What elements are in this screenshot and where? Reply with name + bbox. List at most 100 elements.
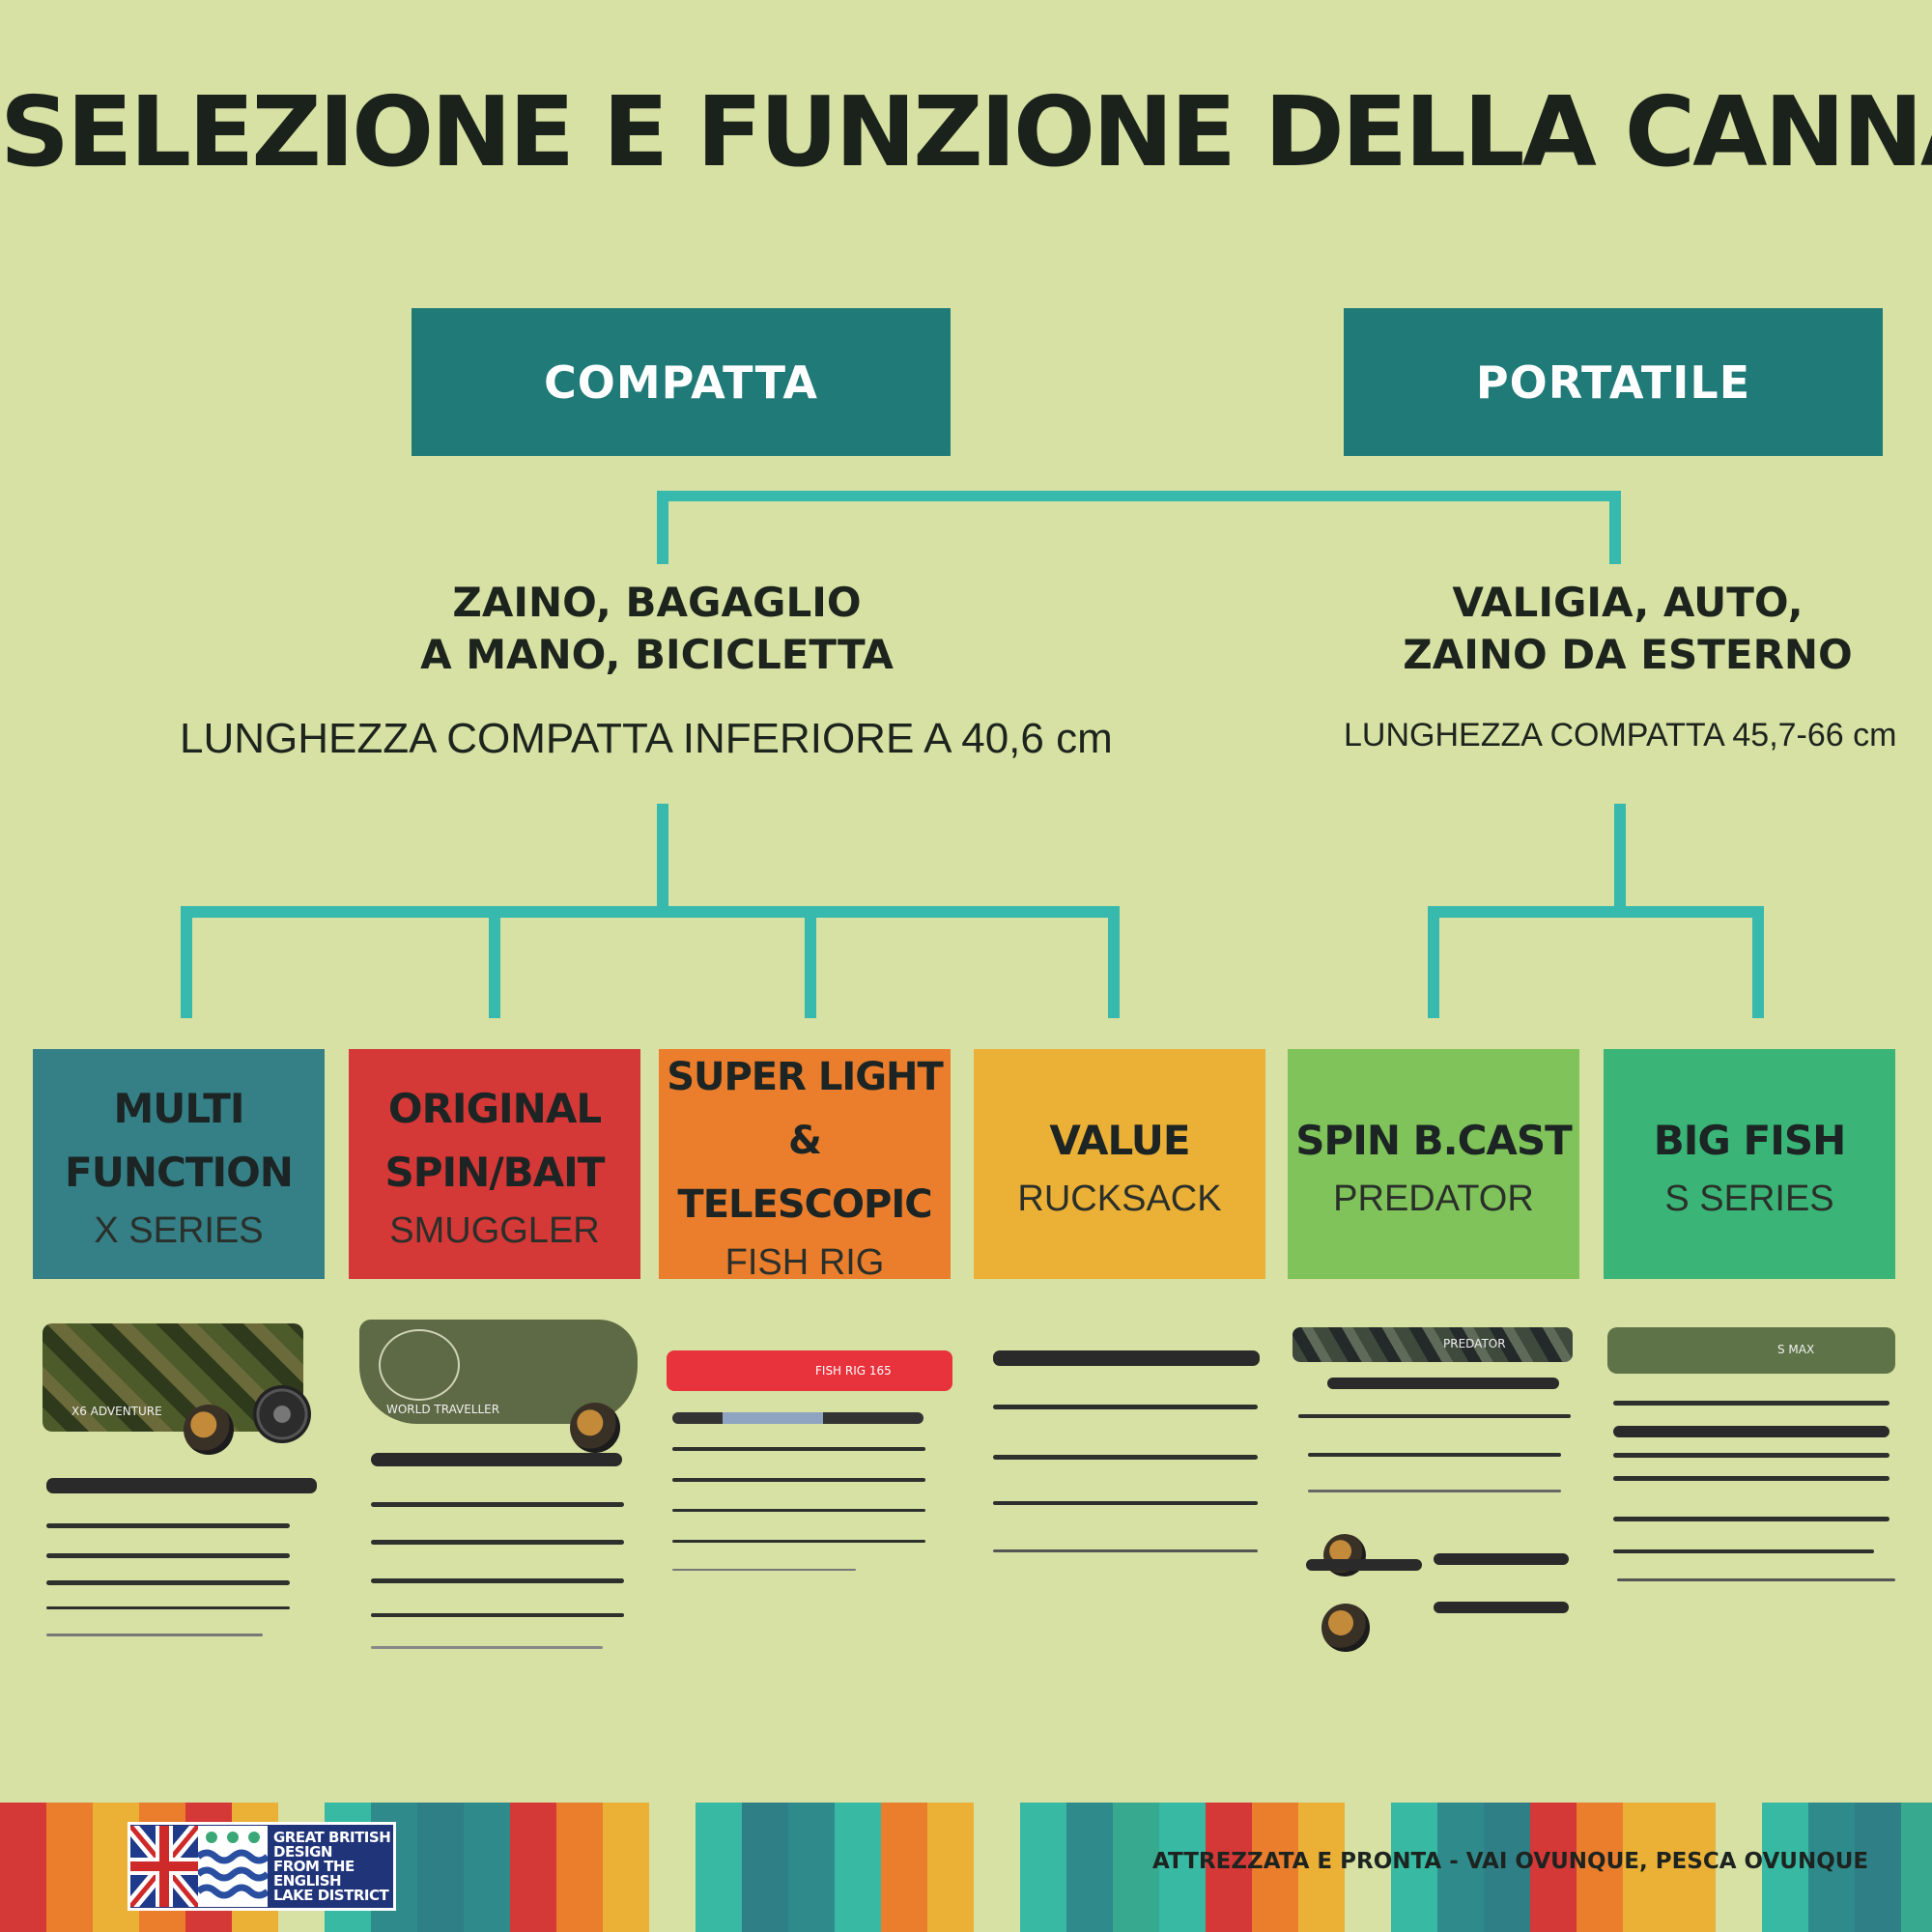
rod-section bbox=[46, 1553, 290, 1558]
rod-section bbox=[371, 1540, 624, 1545]
rod-tip bbox=[1617, 1578, 1895, 1581]
rod-handle bbox=[1434, 1553, 1569, 1565]
tube-label: S MAX bbox=[1777, 1343, 1815, 1356]
camo-tube-icon: X6 ADVENTURE bbox=[43, 1323, 303, 1432]
rod-section bbox=[1613, 1549, 1874, 1553]
product-spin-bcast: SPIN B.CAST PREDATOR bbox=[1288, 1049, 1579, 1279]
product-name-line-1: MULTI bbox=[113, 1084, 245, 1132]
compatta-connector-stem bbox=[657, 804, 668, 910]
footer-stripe bbox=[881, 1803, 927, 1932]
footer-stripe bbox=[1020, 1803, 1066, 1932]
rod-section bbox=[993, 1405, 1258, 1409]
telescopic-rod-handle bbox=[672, 1412, 923, 1424]
rod-tip bbox=[1308, 1490, 1561, 1492]
rod-handle bbox=[1306, 1559, 1422, 1571]
product-name-line-1: BIG FISH bbox=[1653, 1116, 1846, 1164]
footer-stripe bbox=[1669, 1803, 1716, 1932]
product-name-line-1: VALUE bbox=[1049, 1116, 1190, 1164]
product-image-big-fish: S MAX bbox=[1605, 1325, 1895, 1615]
lake-waves-icon bbox=[198, 1826, 268, 1907]
spinning-reel-icon bbox=[570, 1403, 620, 1453]
portatile-length: LUNGHEZZA COMPATTA 45,7-66 cm bbox=[1344, 717, 1897, 753]
footer-stripe bbox=[1623, 1803, 1669, 1932]
footer-stripe bbox=[556, 1803, 603, 1932]
footer-stripe bbox=[603, 1803, 649, 1932]
connector-drop-2 bbox=[489, 906, 500, 1018]
portatile-connector-stem bbox=[1614, 804, 1626, 910]
product-original-spin-bait: ORIGINAL SPIN/BAIT SMUGGLER bbox=[349, 1049, 640, 1279]
footer-stripe bbox=[1484, 1803, 1530, 1932]
compatta-use-heading: ZAINO, BAGAGLIO A MANO, BICICLETTA bbox=[367, 577, 947, 681]
rod-section bbox=[672, 1447, 925, 1451]
product-big-fish: BIG FISH S SERIES bbox=[1604, 1049, 1895, 1279]
footer-stripe bbox=[1855, 1803, 1901, 1932]
footer-stripe bbox=[1391, 1803, 1437, 1932]
product-image-spin-bcast: PREDATOR bbox=[1289, 1323, 1578, 1662]
rod-bag-icon: WORLD TRAVELLER bbox=[359, 1320, 638, 1424]
connector-drop-4 bbox=[1108, 906, 1120, 1018]
rod-section bbox=[46, 1580, 290, 1585]
footer-stripe bbox=[1437, 1803, 1484, 1932]
product-image-original-spin-bait: WORLD TRAVELLER bbox=[355, 1318, 638, 1656]
great-british-design-logo: GREAT BRITISH DESIGN FROM THE ENGLISH LA… bbox=[128, 1822, 396, 1911]
product-value: VALUE RUCKSACK bbox=[974, 1049, 1265, 1279]
logo-text: GREAT BRITISH DESIGN FROM THE ENGLISH LA… bbox=[268, 1830, 391, 1903]
compatta-connector-horizontal bbox=[181, 906, 1120, 918]
product-image-multi-function: X6 ADVENTURE bbox=[39, 1321, 319, 1650]
page-title: SELEZIONE E FUNZIONE DELLA CANNA bbox=[0, 75, 1932, 188]
top-connector-left bbox=[657, 491, 668, 564]
green-tube-icon: S MAX bbox=[1607, 1327, 1895, 1374]
rod-section bbox=[46, 1523, 290, 1528]
footer-stripe bbox=[1298, 1803, 1345, 1932]
rod-section bbox=[1613, 1517, 1889, 1521]
footer-stripe bbox=[1530, 1803, 1577, 1932]
top-connector-right bbox=[1609, 491, 1621, 564]
product-name-line-1: SUPER LIGHT bbox=[667, 1054, 944, 1099]
product-series: RUCKSACK bbox=[1017, 1178, 1222, 1219]
compatta-use-line-1: ZAINO, BAGAGLIO bbox=[452, 579, 862, 626]
rod-section bbox=[1308, 1453, 1561, 1457]
rod-section bbox=[1298, 1414, 1571, 1418]
rod-handle bbox=[1434, 1602, 1569, 1613]
footer-stripe bbox=[417, 1803, 464, 1932]
rod-section bbox=[672, 1509, 925, 1512]
connector-drop-3 bbox=[805, 906, 816, 1018]
rod-section bbox=[1613, 1453, 1889, 1458]
footer-stripe bbox=[1206, 1803, 1252, 1932]
rod-section bbox=[1613, 1476, 1889, 1481]
product-image-value bbox=[989, 1343, 1265, 1575]
footer-stripe bbox=[1762, 1803, 1808, 1932]
tube-label: X6 ADVENTURE bbox=[71, 1405, 162, 1418]
rod-tip bbox=[993, 1549, 1258, 1552]
compatta-use-line-2: A MANO, BICICLETTA bbox=[420, 631, 894, 678]
red-tube-icon: FISH RIG 165 bbox=[667, 1350, 952, 1391]
footer-stripe bbox=[46, 1803, 93, 1932]
portatile-connector-horizontal bbox=[1428, 906, 1764, 918]
rod-handle bbox=[46, 1478, 317, 1493]
product-super-light-telescopic: SUPER LIGHT & TELESCOPIC FISH RIG bbox=[659, 1049, 951, 1283]
camo-tube-icon: PREDATOR bbox=[1293, 1327, 1573, 1362]
footer-tagline: ATTREZZATA E PRONTA - VAI OVUNQUE, PESCA… bbox=[1152, 1849, 1869, 1874]
rod-section bbox=[371, 1578, 624, 1583]
rod-section bbox=[1613, 1401, 1889, 1406]
spinning-reel-icon bbox=[184, 1405, 234, 1455]
logo-line: ENGLISH bbox=[273, 1871, 342, 1889]
footer-stripe bbox=[835, 1803, 881, 1932]
product-series: PREDATOR bbox=[1333, 1178, 1534, 1219]
product-name-line-2: & TELESCOPIC bbox=[677, 1118, 932, 1227]
product-multi-function: MULTI FUNCTION X SERIES bbox=[33, 1049, 325, 1279]
top-connector-horizontal bbox=[657, 491, 1621, 501]
portatile-use-heading: VALIGIA, AUTO, ZAINO DA ESTERNO bbox=[1338, 577, 1918, 681]
brand-badge-icon bbox=[379, 1329, 460, 1401]
product-name-line-1: ORIGINAL bbox=[387, 1084, 602, 1132]
rod-section bbox=[672, 1540, 925, 1543]
portatile-use-line-1: VALIGIA, AUTO, bbox=[1452, 579, 1804, 626]
rod-tip bbox=[371, 1646, 603, 1649]
footer-stripe bbox=[0, 1803, 46, 1932]
rod-section bbox=[672, 1478, 925, 1482]
rod-tip bbox=[46, 1634, 263, 1636]
product-series: FISH RIG bbox=[724, 1241, 885, 1283]
category-compatta-box: COMPATTA bbox=[412, 308, 951, 456]
rod-handle bbox=[1613, 1426, 1889, 1437]
product-name-line-1: SPIN B.CAST bbox=[1295, 1116, 1573, 1164]
